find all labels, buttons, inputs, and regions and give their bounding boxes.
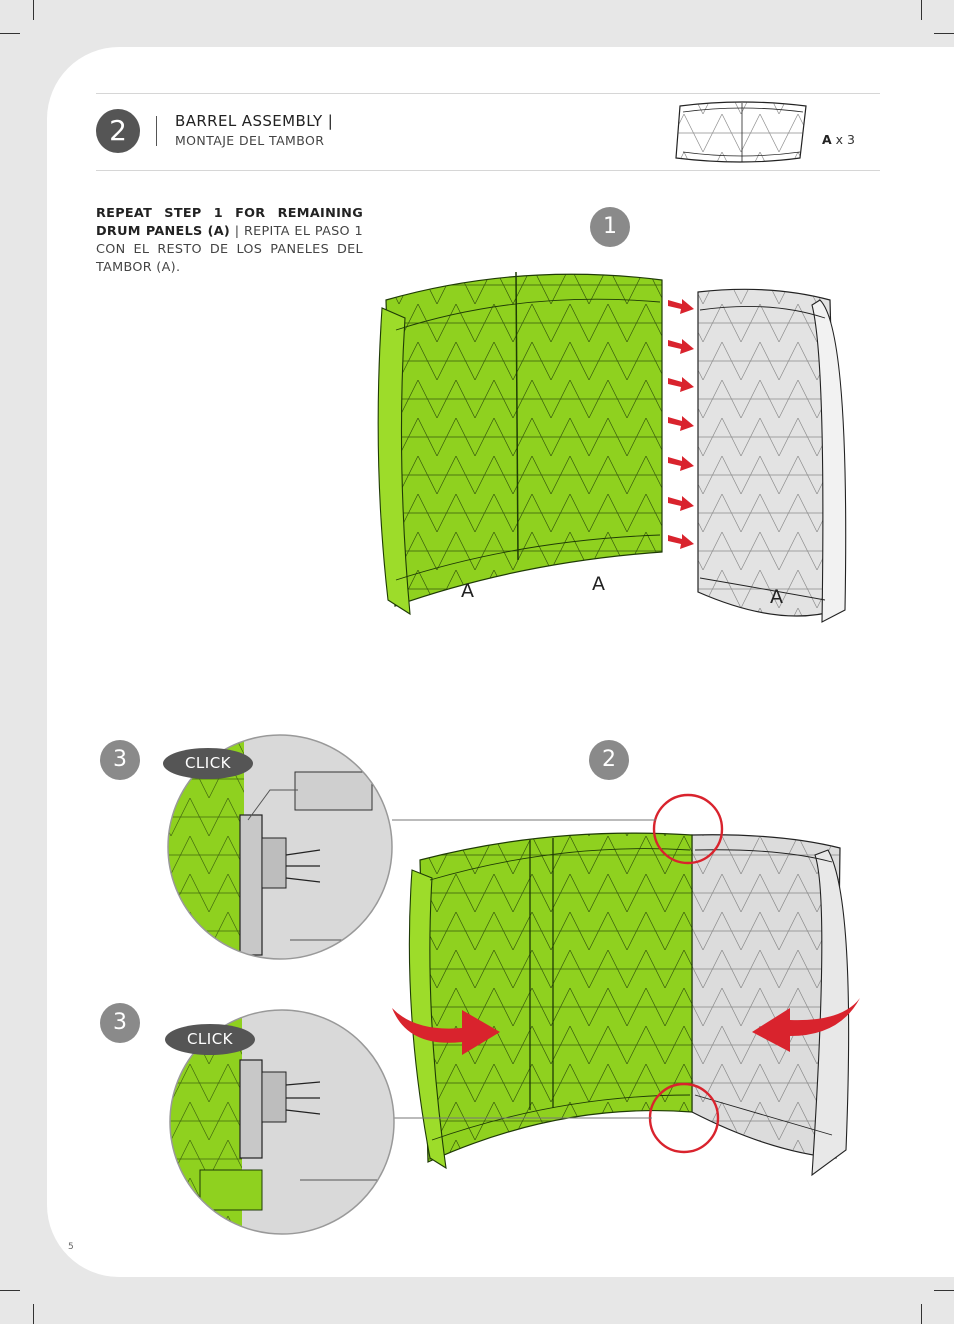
panel-label-middle: A <box>592 573 605 595</box>
part-quantity: A x 3 <box>822 132 855 147</box>
part-a-thumbnail <box>675 101 807 163</box>
diagram-step-1 <box>377 271 847 623</box>
instruction-text: REPEAT STEP 1 FOR REMAINING DRUM PANELS … <box>96 205 363 277</box>
part-letter: A <box>822 132 832 147</box>
insert-arrows <box>668 299 694 549</box>
click-label-bottom: CLICK <box>165 1024 255 1055</box>
click-label-top: CLICK <box>163 748 253 779</box>
crop-mark <box>921 1304 922 1324</box>
header-bottom-rule <box>96 170 880 171</box>
crop-mark <box>0 1290 20 1291</box>
panel-label-left: A <box>461 580 474 602</box>
rotate-arrows <box>392 998 860 1055</box>
diagram-step-2 <box>392 793 860 1177</box>
panel-label-right: A <box>770 586 783 608</box>
step-number-badge: 2 <box>96 109 140 153</box>
step-3-badge-top: 3 <box>100 740 140 780</box>
crop-mark <box>33 0 34 20</box>
crop-mark <box>921 0 922 20</box>
part-count: x 3 <box>835 132 855 147</box>
header-separator <box>156 116 157 146</box>
header-top-rule <box>96 93 880 94</box>
crop-mark <box>934 1290 954 1291</box>
instruction-spanish: REPITA EL PASO 1 CON EL RESTO DE LOS PAN… <box>96 224 363 275</box>
crop-mark <box>0 33 20 34</box>
section-subtitle: MONTAJE DEL TAMBOR <box>175 133 325 148</box>
page-number: 5 <box>68 1242 74 1252</box>
crop-mark <box>33 1304 34 1324</box>
step-2-badge: 2 <box>589 740 629 780</box>
step-3-badge-bottom: 3 <box>100 1003 140 1043</box>
instruction-english: REPEAT STEP 1 FOR REMAINING DRUM PANELS … <box>96 206 363 239</box>
crop-mark <box>934 33 954 34</box>
step-1-badge: 1 <box>590 207 630 247</box>
instruction-separator: | <box>230 224 244 239</box>
section-title: BARREL ASSEMBLY | <box>175 112 334 130</box>
